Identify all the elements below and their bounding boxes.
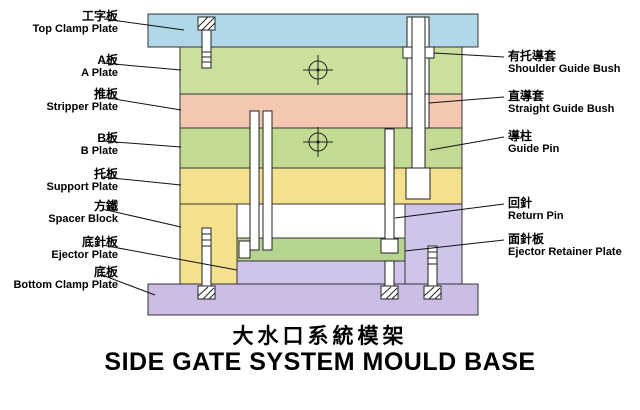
label-en-text: Support Plate [46, 181, 118, 193]
label-ejector-retainer-plate: 面針板 Ejector Retainer Plate [508, 233, 640, 259]
label-cn-text: 托板 [93, 167, 118, 181]
label-cn-text: B板 [97, 131, 118, 145]
bottom-screw-right-hatch [423, 286, 442, 300]
plate-ejector-retainer [236, 237, 406, 262]
label-en-text: Bottom Clamp Plate [13, 279, 118, 291]
bottom-screw-middle-shaft [384, 260, 395, 287]
label-cn-text: 方鐵 [93, 199, 118, 213]
label-en-text: Guide Pin [508, 143, 560, 155]
bottom-screw-left-threads [202, 233, 211, 247]
leader-stripper [101, 96, 182, 111]
label-cn-text: A板 [97, 53, 118, 67]
label-ejector-plate: 底針板 Ejector Plate [0, 236, 118, 262]
label-cn-text: 面針板 [508, 232, 545, 246]
diagram-title-english: SIDE GATE SYSTEM MOULD BASE [104, 348, 536, 376]
top-screw-head-hatch [197, 16, 216, 31]
label-en-text: Straight Guide Bush [508, 103, 615, 115]
label-b-plate: B板 B Plate [0, 132, 118, 158]
bottom-screw-right-head [423, 285, 442, 300]
stop-pin [238, 240, 251, 259]
bottom-screw-left-head [197, 285, 216, 300]
leader-lines [101, 18, 505, 296]
label-en-text: Stripper Plate [46, 101, 118, 113]
label-spacer-block: 方鐵 Spacer Block [0, 200, 118, 226]
label-support-plate: 托板 Support Plate [0, 168, 118, 194]
label-en-text: Ejector Retainer Plate [508, 246, 622, 258]
label-cn-text: 工字板 [81, 9, 118, 23]
leader-support [101, 176, 182, 186]
label-en-text: Shoulder Guide Bush [508, 63, 621, 75]
leader-ejector-plate [101, 244, 238, 271]
ejector-pin-1 [249, 110, 260, 251]
bottom-screw-middle-head [380, 285, 399, 300]
leader-shoulder-bush [433, 52, 505, 58]
label-en-text: Spacer Block [48, 213, 118, 225]
label-cn-text: 有托導套 [508, 49, 557, 63]
screw-hole-symbols [303, 55, 333, 157]
label-straight-guide-bush: 直導套 Straight Guide Bush [508, 90, 640, 116]
label-a-plate: A板 A Plate [0, 54, 118, 80]
label-en-text: B Plate [80, 145, 118, 157]
label-cn-text: 底針板 [81, 235, 118, 249]
top-screw-threads [202, 51, 211, 63]
label-cn-text: 推板 [93, 87, 118, 101]
ejector-pin-2 [262, 110, 273, 251]
bottom-screw-right-threads [428, 251, 437, 265]
label-cn-text: 導柱 [508, 129, 533, 143]
label-cn-text: 直導套 [508, 89, 545, 103]
plate-ejector [236, 260, 406, 285]
label-en-text: Return Pin [508, 210, 564, 222]
leader-top-clamp [103, 18, 185, 31]
screw-hole-symbol-lower [303, 127, 333, 157]
leader-spacer [101, 208, 182, 228]
label-top-clamp-plate: 工字板 Top Clamp Plate [0, 10, 118, 36]
diagram-title-chinese: 大水口系統模架 [232, 325, 408, 348]
components [197, 16, 442, 300]
label-guide-pin: 導柱 Guide Pin [508, 130, 640, 156]
label-bottom-clamp-plate: 底板 Bottom Clamp Plate [0, 266, 118, 292]
guide-pin [411, 16, 426, 169]
label-en-text: Top Clamp Plate [32, 23, 118, 35]
leader-b-plate [101, 140, 182, 148]
label-return-pin: 回針 Return Pin [508, 197, 640, 223]
label-en-text: Ejector Plate [51, 249, 118, 261]
label-cn-text: 底板 [93, 265, 118, 279]
label-en-text: A Plate [81, 67, 118, 79]
label-shoulder-guide-bush: 有托導套 Shoulder Guide Bush [508, 50, 640, 76]
leader-a-plate [101, 62, 182, 71]
bottom-screw-left-shaft [201, 227, 212, 287]
label-stripper-plate: 推板 Stripper Plate [0, 88, 118, 114]
leader-return-pin [394, 203, 505, 219]
leader-guide-pin [429, 136, 505, 151]
return-pin-head [380, 238, 399, 254]
return-pin-shaft [384, 128, 395, 240]
leader-straight-bush [428, 96, 505, 104]
screw-hole-symbol-upper [303, 55, 333, 85]
label-cn-text: 回針 [508, 196, 533, 210]
leader-bottom-clamp [101, 274, 156, 296]
leader-retainer [404, 239, 505, 252]
guide-pin-seat [405, 167, 431, 200]
bottom-screw-left-hatch [197, 286, 216, 300]
bottom-screw-middle-hatch [380, 286, 399, 300]
